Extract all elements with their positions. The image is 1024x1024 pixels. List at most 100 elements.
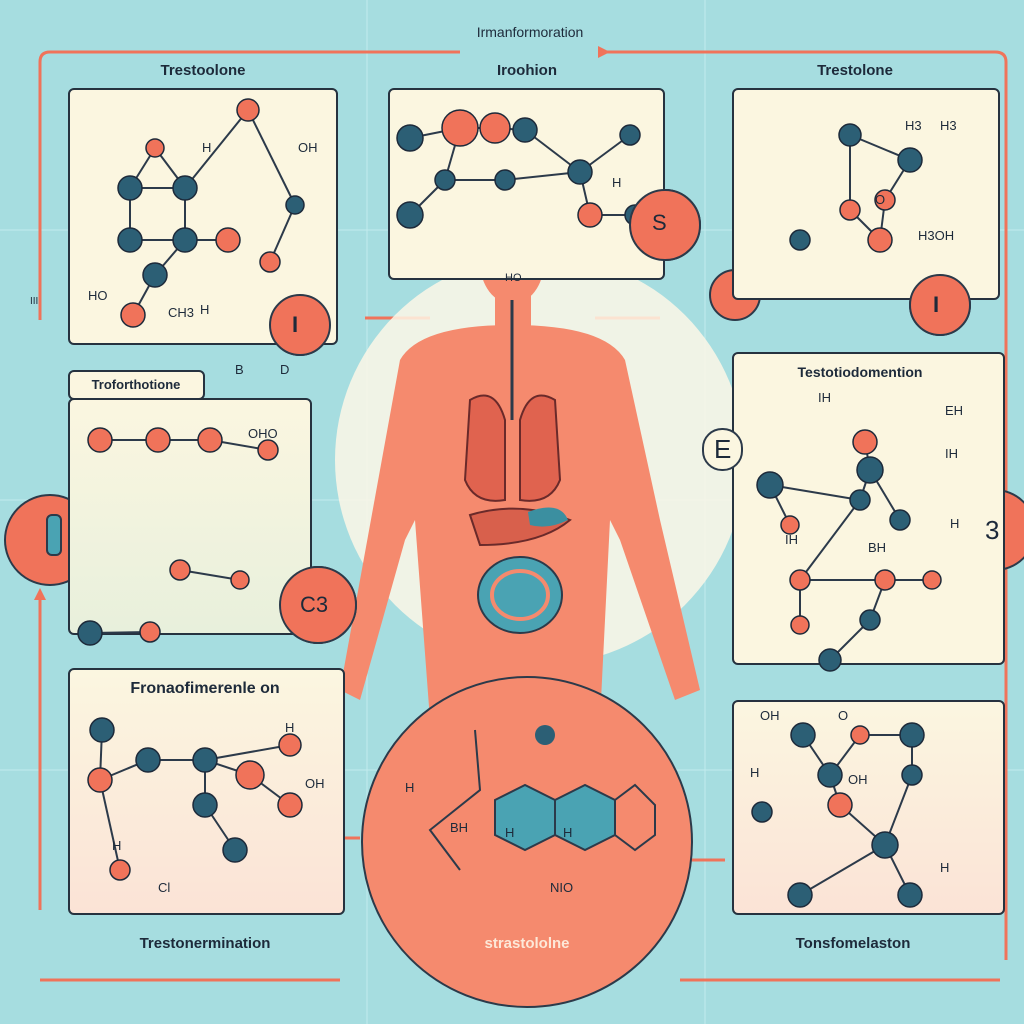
bond xyxy=(769,484,861,501)
bond xyxy=(99,779,121,871)
atom-node xyxy=(434,169,456,191)
atom-label: Cl xyxy=(158,880,171,895)
atom-node xyxy=(172,175,198,201)
circle-atom-label: H xyxy=(405,780,415,795)
atom-node xyxy=(139,621,161,643)
atom-label: IH xyxy=(945,446,958,461)
atom-node xyxy=(236,98,260,122)
atom-node xyxy=(780,515,800,535)
atom-node xyxy=(817,762,843,788)
circle-label: strastololne xyxy=(484,935,570,952)
atom-node xyxy=(259,251,281,273)
panel-top-left-title: Trestoolone xyxy=(160,62,246,79)
atom-label: IH xyxy=(785,532,798,547)
atom-label: H xyxy=(200,302,210,317)
panel-middle-left-title: Troforthotione xyxy=(91,377,181,392)
bottom-left-caption: Trestonermination xyxy=(139,935,271,952)
side-badge-right: 3 xyxy=(985,515,1000,545)
atom-node xyxy=(874,569,896,591)
atom-node xyxy=(145,138,165,158)
atom-label: OH xyxy=(848,772,868,787)
atom-node xyxy=(87,427,113,453)
atom-node xyxy=(577,202,603,228)
atom-node xyxy=(215,227,241,253)
atom-node xyxy=(278,733,302,757)
atom-node xyxy=(192,747,218,773)
atom-node xyxy=(567,159,593,185)
circle-atom-label: NIO xyxy=(550,880,574,895)
atom-node xyxy=(117,175,143,201)
atom-node xyxy=(169,559,191,581)
atom-node xyxy=(790,722,816,748)
badge-middle-left: C3 xyxy=(300,592,329,617)
atom-node xyxy=(222,837,248,863)
badge-top-right: I xyxy=(933,292,940,317)
atom-node xyxy=(512,117,538,143)
atom-node xyxy=(922,570,942,590)
atom-label: H xyxy=(950,516,960,531)
atom-node xyxy=(818,648,842,672)
atom-node xyxy=(396,124,424,152)
atom-label: H3OH xyxy=(918,228,955,243)
atom-node xyxy=(494,169,516,191)
atom-node xyxy=(142,262,168,288)
panel-top-middle xyxy=(388,88,665,280)
atom-node xyxy=(77,620,103,646)
atom-node xyxy=(856,456,884,484)
atom-node xyxy=(87,767,113,793)
atom-node xyxy=(235,760,265,790)
atom-node xyxy=(277,792,303,818)
atom-node xyxy=(850,725,870,745)
panel-middle-left-tab xyxy=(68,370,205,400)
bond xyxy=(799,844,886,896)
atom-node xyxy=(89,717,115,743)
atom-node xyxy=(479,112,511,144)
atom-node xyxy=(117,227,143,253)
capsule-icon xyxy=(46,514,62,556)
atom-label: OH xyxy=(305,776,325,791)
atom-node xyxy=(838,123,862,147)
atom-label: EH xyxy=(945,403,964,418)
atom-node xyxy=(172,227,198,253)
atom-node xyxy=(889,509,911,531)
atom-node xyxy=(145,427,171,453)
atom-node xyxy=(859,609,881,631)
bottom-right-caption: Tonsfomelaston xyxy=(795,935,911,952)
atom-node xyxy=(230,570,250,590)
atom-label: H xyxy=(202,140,212,155)
atom-node xyxy=(135,747,161,773)
atom-node xyxy=(849,489,871,511)
circle-molecule xyxy=(428,725,656,871)
atom-node xyxy=(852,429,878,455)
bond xyxy=(204,744,291,761)
panel-middle-right-title: Testotiodomention xyxy=(797,364,923,380)
atom-label: H xyxy=(940,860,950,875)
tab-d: D xyxy=(280,362,290,377)
atom-label: IH xyxy=(818,390,831,405)
diagram-title: Irmanformoration xyxy=(476,24,584,40)
atom-node xyxy=(827,792,853,818)
badge-top-left: I xyxy=(292,312,299,337)
panel-bottom-left-title: Fronaofimerenle on xyxy=(130,680,280,697)
circle-atom-label: H xyxy=(505,825,515,840)
atom-node xyxy=(192,792,218,818)
badge-top-middle: S xyxy=(652,210,667,235)
atom-label: BH xyxy=(868,540,887,555)
atom-label: H xyxy=(750,765,760,780)
atom-node xyxy=(874,189,896,211)
atom-node xyxy=(109,859,131,881)
panel-top-middle-title: Iroohion xyxy=(497,62,557,79)
atom-node xyxy=(789,569,811,591)
atom-label: OH xyxy=(760,708,780,723)
atom-node xyxy=(899,722,925,748)
atom-node xyxy=(619,124,641,146)
atom-node xyxy=(120,302,146,328)
atom-node xyxy=(897,882,923,908)
atom-label: OH xyxy=(298,140,318,155)
callout-e: E xyxy=(702,428,744,471)
atom-node xyxy=(901,764,923,786)
circle-atom-label: BH xyxy=(450,820,469,835)
atom-label: O xyxy=(838,708,849,723)
